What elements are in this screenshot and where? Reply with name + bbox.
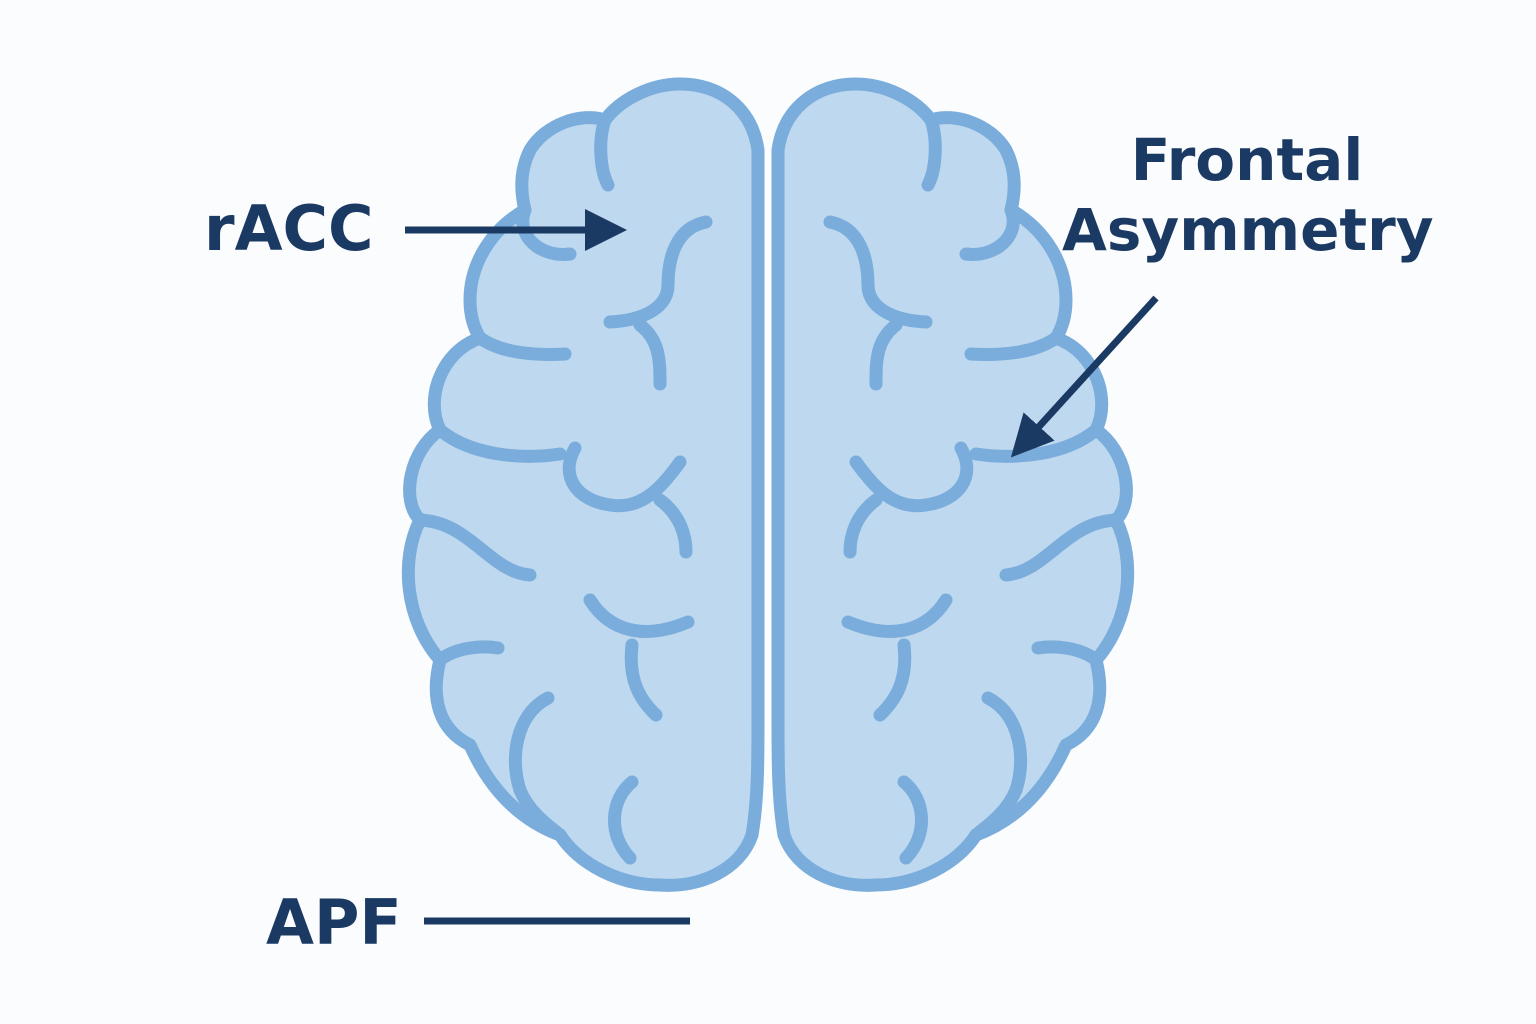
frontal-asymmetry-arrow (1010, 295, 1159, 458)
frontal-asymmetry-label: Frontal Asymmetry (1062, 126, 1434, 265)
racc-label: rACC (204, 192, 374, 265)
apf-label: APF (266, 886, 402, 959)
frontal-asymmetry-label-line2: Asymmetry (1062, 195, 1434, 264)
left-hemisphere (401, 77, 765, 892)
left-sulci (413, 113, 713, 865)
frontal-asymmetry-label-line1: Frontal (1130, 126, 1364, 194)
